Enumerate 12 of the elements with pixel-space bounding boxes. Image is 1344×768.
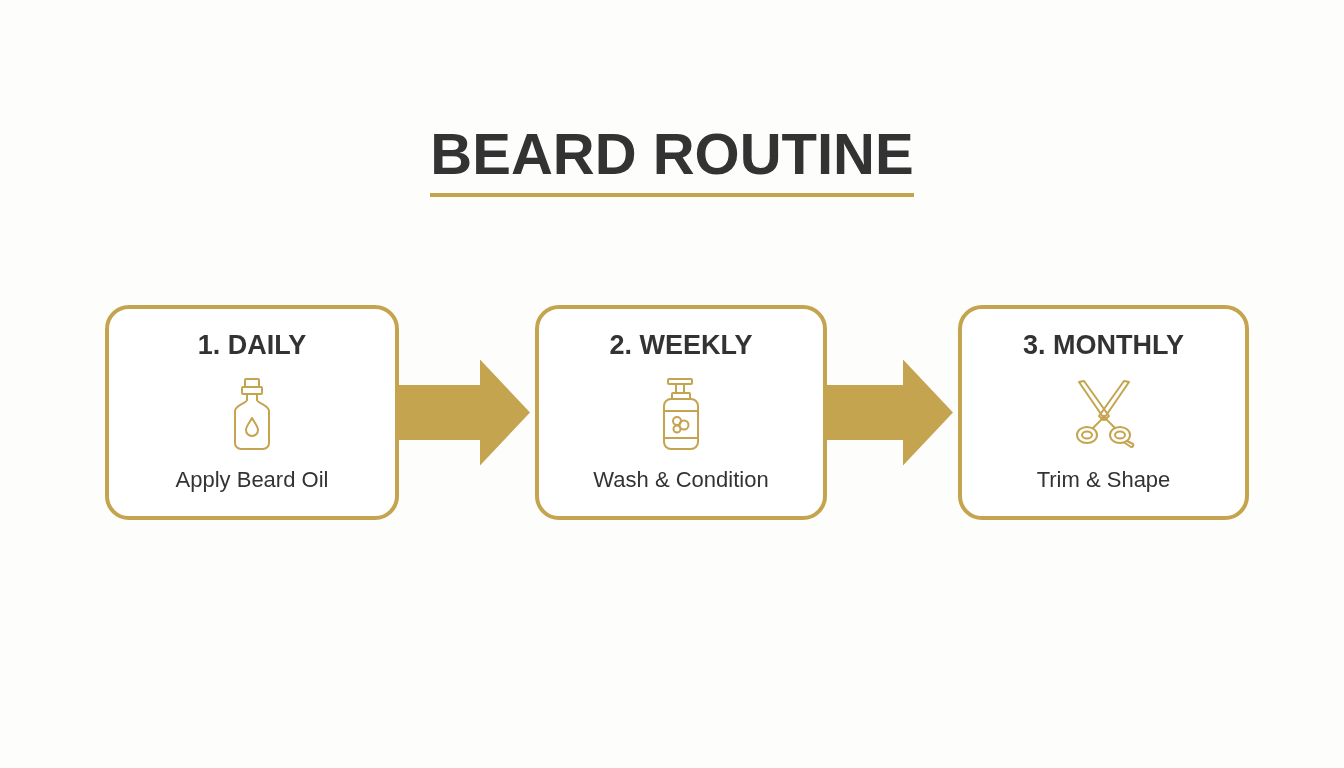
step-heading: 2. WEEKLY	[609, 329, 753, 361]
block-arrow	[399, 359, 530, 466]
step-box	[105, 305, 399, 520]
step-description: Trim & Shape	[1036, 466, 1171, 494]
step-heading: 3. MONTHLY	[1023, 329, 1184, 361]
block-arrow	[827, 359, 953, 466]
step-heading: 1. DAILY	[197, 329, 307, 361]
step-box	[535, 305, 827, 520]
step-description: Wash & Condition	[593, 466, 769, 494]
step-description: Apply Beard Oil	[175, 466, 329, 494]
step-box	[958, 305, 1249, 520]
title: BEARD ROUTINE	[430, 125, 914, 183]
